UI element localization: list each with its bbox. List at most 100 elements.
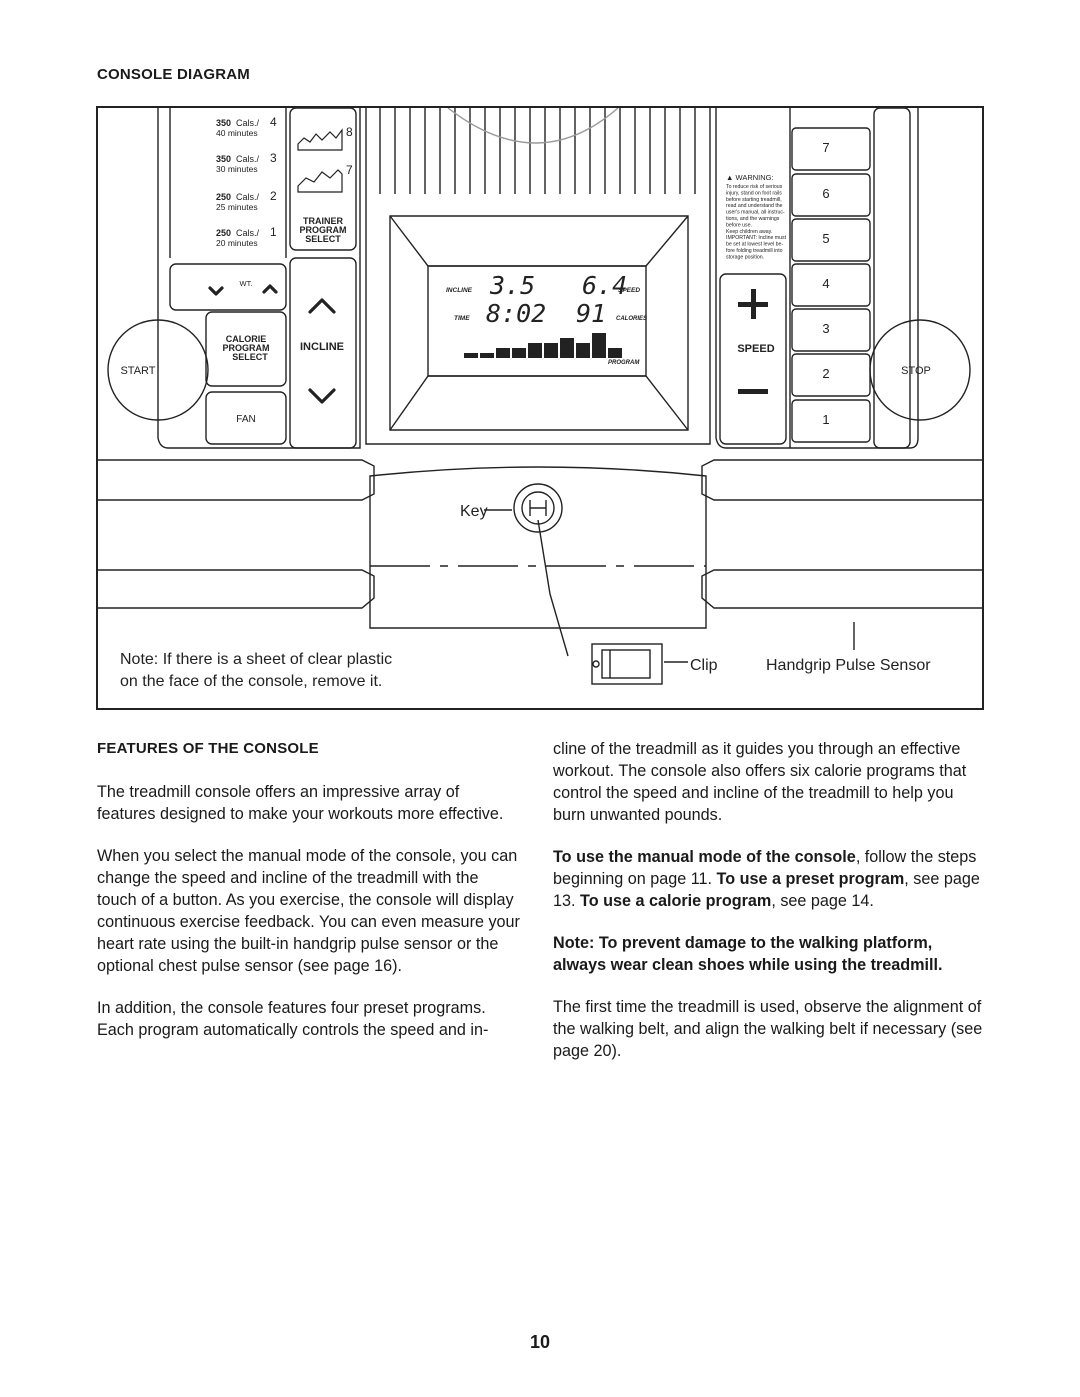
incline-up-icon <box>308 298 336 314</box>
right-paragraph-4: The first time the treadmill is used, ob… <box>553 998 983 1060</box>
trainer-number-8: 8 <box>346 125 353 139</box>
warning-line: To reduce risk of serious <box>726 184 783 190</box>
manual-mode-bold: To use the manual mode of the console <box>553 848 856 866</box>
calorie-line-3: SELECT <box>232 352 268 362</box>
console-diagram-heading: CONSOLE DIAGRAM <box>97 66 250 83</box>
warning-line: Keep children away. <box>726 229 772 235</box>
lcd-profile-bar <box>528 343 542 358</box>
warning-line: user's manual, all instruc- <box>726 210 785 216</box>
warning-line: before use. <box>726 222 752 228</box>
lcd-program-profile <box>464 333 622 358</box>
lcd-time-label: TIME <box>454 315 470 322</box>
weight-up-icon <box>262 284 278 294</box>
lcd-profile-bar <box>576 343 590 358</box>
speed-key-4: 4 <box>822 276 829 291</box>
speed-label: SPEED <box>737 343 774 355</box>
left-paragraph-2: When you select the manual mode of the c… <box>97 847 520 975</box>
speed-rocker <box>719 273 787 445</box>
preset-3-unit: Cals./ <box>236 154 260 164</box>
preset-3-number: 3 <box>270 151 277 165</box>
weight-down-icon <box>208 286 224 296</box>
right-paragraph-2: To use the manual mode of the console, f… <box>553 846 985 912</box>
clip-label: Clip <box>690 657 718 674</box>
warning-line: read and understand the <box>726 203 783 209</box>
page-number: 10 <box>529 1332 551 1352</box>
start-button <box>107 319 209 421</box>
preset-program-text: , see page 13. <box>553 870 980 910</box>
stop-button <box>869 319 971 421</box>
stop-label: STOP <box>901 365 931 377</box>
preset-2-number: 2 <box>270 189 277 203</box>
speed-key-2: 2 <box>822 366 829 381</box>
preset-3-minutes: 30 minutes <box>216 164 258 174</box>
manual-mode-text: , follow the steps beginning on page 11. <box>553 848 977 888</box>
weight-button <box>169 263 287 311</box>
warning-line: IMPORTANT: Incline must <box>726 235 787 241</box>
start-label: START <box>120 365 155 377</box>
incline-label: INCLINE <box>300 341 344 353</box>
preset-1-cals: 250 <box>216 228 231 238</box>
calorie-line-1: CALORIE <box>226 334 267 344</box>
speed-key-1: 1 <box>822 412 829 427</box>
lcd-speed-label: SPEED <box>618 287 640 294</box>
preset-2-minutes: 25 minutes <box>216 202 258 212</box>
calorie-line-2: PROGRAM <box>223 343 270 353</box>
preset-2-cals: 250 <box>216 192 231 202</box>
lcd-calories-value: 91 <box>576 299 606 328</box>
warning-line: fore folding treadmill into <box>726 248 783 254</box>
left-paragraph-3: In addition, the console features four p… <box>97 999 489 1039</box>
speed-keys-column <box>791 127 871 443</box>
lcd-profile-bar <box>592 333 606 358</box>
warning-line: storage position. <box>726 254 764 260</box>
note-line-2: on the face of the console, remove it. <box>120 673 382 690</box>
lcd-incline-value: 3.5 <box>489 271 535 300</box>
speed-symbols <box>738 289 768 394</box>
lcd-calories-label: CALORIES <box>616 316 647 322</box>
preset-3-cals: 350 <box>216 154 231 164</box>
warning-line: before starting treadmill, <box>726 197 782 203</box>
trainer-number-7: 7 <box>346 163 353 177</box>
right-paragraph-1: cline of the treadmill as it guides you … <box>553 740 967 824</box>
preset-4-number: 4 <box>270 115 277 129</box>
trainer-line-2: PROGRAM <box>300 225 347 235</box>
vent-slots <box>379 108 696 194</box>
speed-key-6: 6 <box>822 186 829 201</box>
lcd-profile-bar <box>560 338 574 358</box>
right-column: cline of the treadmill as it guides you … <box>553 738 985 1082</box>
lcd-time-value: 8:02 <box>486 299 546 328</box>
shoes-note: Note: To prevent damage to the walking p… <box>553 934 943 974</box>
note-line-1: Note: If there is a sheet of clear plast… <box>120 651 392 668</box>
speed-key-5: 5 <box>822 231 829 246</box>
lcd-profile-bar <box>608 348 622 358</box>
lcd-profile-bar <box>480 353 494 358</box>
lcd-profile-bar <box>464 353 478 358</box>
lcd-profile-bar <box>544 343 558 358</box>
warning-line: tions, and the warnings <box>726 216 780 222</box>
speed-key-3: 3 <box>822 321 829 336</box>
warning-line: injury, stand on foot rails <box>726 190 782 196</box>
lcd-profile-bar <box>496 348 510 358</box>
preset-1-unit: Cals./ <box>236 228 260 238</box>
calorie-program-text: , see page 14. <box>771 892 874 910</box>
console-diagram: 350 Cals./ 4 40 minutes 350 Cals./ 3 30 … <box>96 106 984 710</box>
left-column: The treadmill console offers an impressi… <box>97 781 522 1061</box>
left-panel-outline <box>157 108 361 449</box>
trainer-line-3: SELECT <box>305 234 341 244</box>
preset-4-cals: 350 <box>216 118 231 128</box>
lcd-program-label: PROGRAM <box>608 360 640 366</box>
weight-label: WT. <box>240 279 253 288</box>
handgrip-label: Handgrip Pulse Sensor <box>766 657 931 674</box>
preset-4-minutes: 40 minutes <box>216 128 258 138</box>
lcd-profile-bar <box>512 348 526 358</box>
preset-1-number: 1 <box>270 225 277 239</box>
preset-program-bold: To use a preset program <box>716 870 905 888</box>
features-heading: FEATURES OF THE CONSOLE <box>97 740 319 757</box>
lcd-incline-label: INCLINE <box>446 287 473 294</box>
preset-1-minutes: 20 minutes <box>216 238 258 248</box>
left-paragraph-1: The treadmill console offers an impressi… <box>97 783 504 823</box>
trainer-line-1: TRAINER <box>303 216 343 226</box>
lcd-speed-value: 6.4 <box>582 271 627 300</box>
preset-2-unit: Cals./ <box>236 192 260 202</box>
incline-down-icon <box>308 388 336 404</box>
fan-label: FAN <box>236 414 255 425</box>
